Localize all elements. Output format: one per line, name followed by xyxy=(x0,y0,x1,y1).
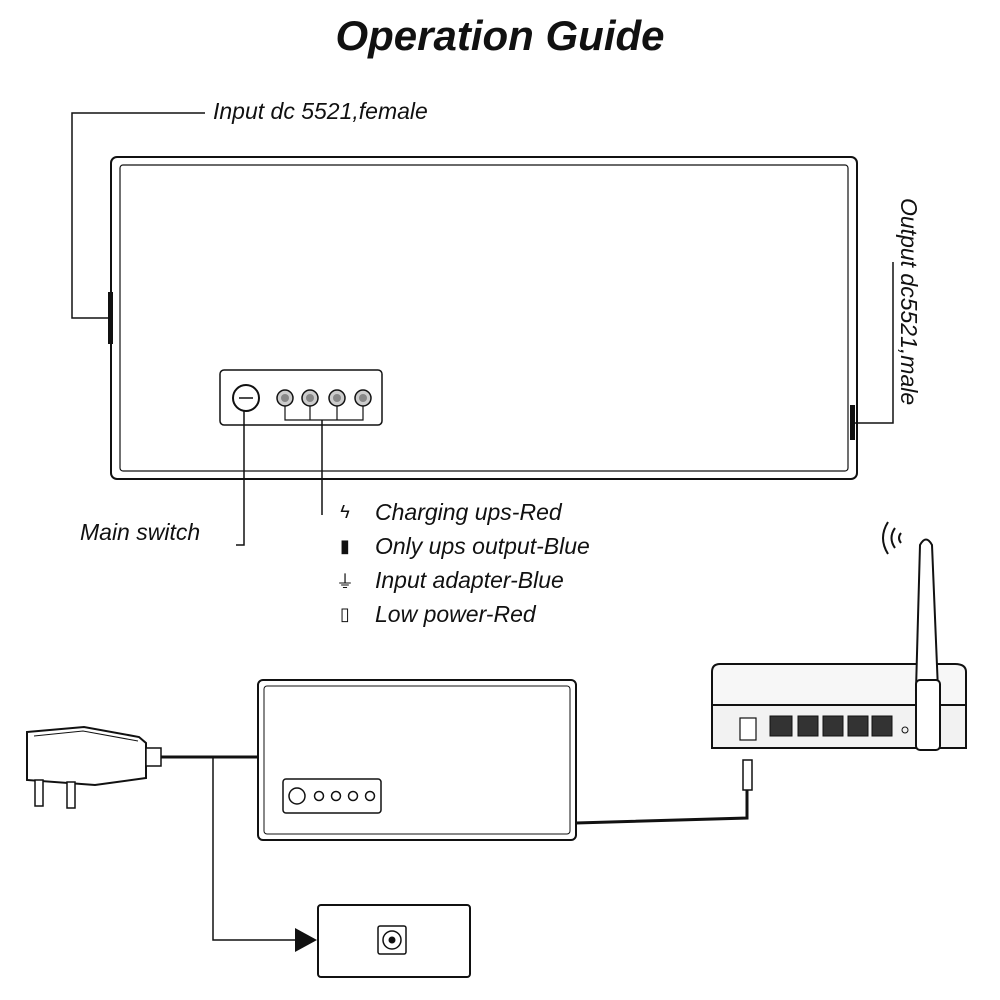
indicator-label: Low power-Red xyxy=(375,601,536,627)
switch-leader-line xyxy=(236,411,245,546)
indicator-label: Charging ups-Red xyxy=(375,499,562,525)
router-antenna xyxy=(914,538,941,751)
ups-unit-small xyxy=(257,679,577,841)
page-title: Operation Guide xyxy=(335,12,665,59)
dc-port-detail xyxy=(317,904,471,978)
output-cable xyxy=(575,790,749,825)
lightning-icon: ϟ xyxy=(340,502,350,522)
indicator-row-low-power: ▯ Low power-Red xyxy=(335,601,536,628)
output-port-marker xyxy=(850,405,855,440)
output-leader-line xyxy=(855,262,894,424)
battery-full-icon: ▮ xyxy=(340,536,350,556)
wifi-signal-icon xyxy=(882,521,902,555)
arrow-head-icon xyxy=(295,928,317,952)
indicator-row-charging: ϟ Charging ups-Red xyxy=(335,499,562,526)
power-adapter xyxy=(26,725,162,809)
indicator-label: Only ups output-Blue xyxy=(375,533,590,559)
ups-unit-large xyxy=(108,156,858,480)
control-panel xyxy=(219,369,383,426)
led-indicators xyxy=(276,389,372,407)
indicator-row-input-adapter: ⏚ Input adapter-Blue xyxy=(335,567,564,594)
battery-low-icon: ▯ xyxy=(340,604,350,624)
input-leader-line xyxy=(71,112,205,319)
output-label: Output dc5521,male xyxy=(896,198,922,406)
power-button-icon xyxy=(232,384,260,412)
main-switch-label: Main switch xyxy=(80,519,201,545)
indicator-label: Input adapter-Blue xyxy=(375,567,564,593)
dc-plug xyxy=(742,759,753,791)
plug-icon: ⏚ xyxy=(336,571,354,592)
input-label: Input dc 5521,female xyxy=(213,98,428,124)
arrow-line xyxy=(212,757,295,941)
input-port-marker xyxy=(108,292,113,344)
indicator-row-ups-output: ▮ Only ups output-Blue xyxy=(335,533,590,560)
